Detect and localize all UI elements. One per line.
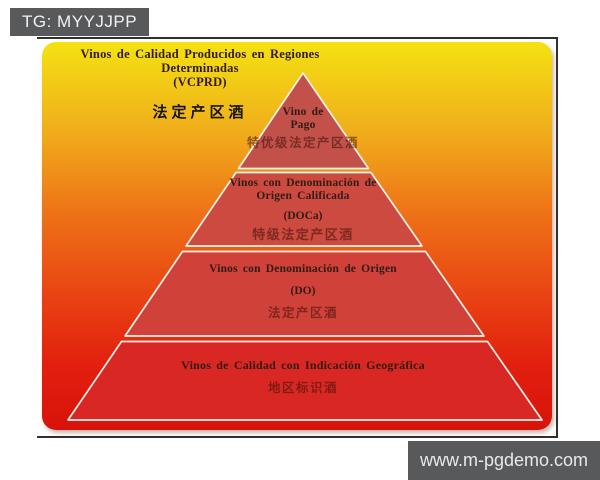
tier2-abbreviation: (DOCa): [283, 210, 323, 222]
diagram-title: Vinos de Calidad Producidos en Regiones …: [45, 47, 355, 122]
site-watermark-badge: www.m-pgdemo.com: [408, 441, 600, 480]
tier1-name-line2: Pago: [290, 119, 316, 131]
tier4-name-line1: Vinos de Calidad con Indicación Geográfi…: [181, 358, 425, 372]
tier2-label: Vinos con Denominación de Origen Calific…: [173, 177, 433, 242]
tier1-chinese: 特优级法定产区酒: [246, 136, 359, 150]
tier1-label: Vino de Pago 特优级法定产区酒: [203, 106, 403, 150]
tier3-label: Vinos con Denominación de Origen (DO) 法定…: [153, 263, 453, 320]
tag-watermark-badge: TG: MYYJJPP: [10, 8, 149, 36]
tag-watermark-text: TG: MYYJJPP: [22, 12, 138, 31]
title-line1: Vinos de Calidad Producidos en Regiones …: [80, 47, 320, 75]
tier2-name-line1: Vinos con Denominación de: [229, 177, 377, 189]
tier1-name-line1: Vino de: [282, 106, 324, 118]
title-line2: (VCPRD): [173, 75, 227, 89]
site-watermark-text: www.m-pgdemo.com: [419, 450, 589, 470]
tier4-label: Vinos de Calidad con Indicación Geográfi…: [123, 358, 483, 396]
tier2-name-line2: Origen Calificada: [256, 190, 350, 202]
tier4-chinese: 地区标识酒: [267, 381, 338, 395]
tier3-chinese: 法定产区酒: [267, 306, 338, 320]
tier3-name-line1: Vinos con Denominación de Origen: [209, 263, 397, 275]
tier3-abbreviation: (DO): [290, 285, 316, 297]
tier2-chinese: 特级法定产区酒: [252, 227, 354, 242]
title-chinese: 法定产区酒: [152, 104, 248, 121]
